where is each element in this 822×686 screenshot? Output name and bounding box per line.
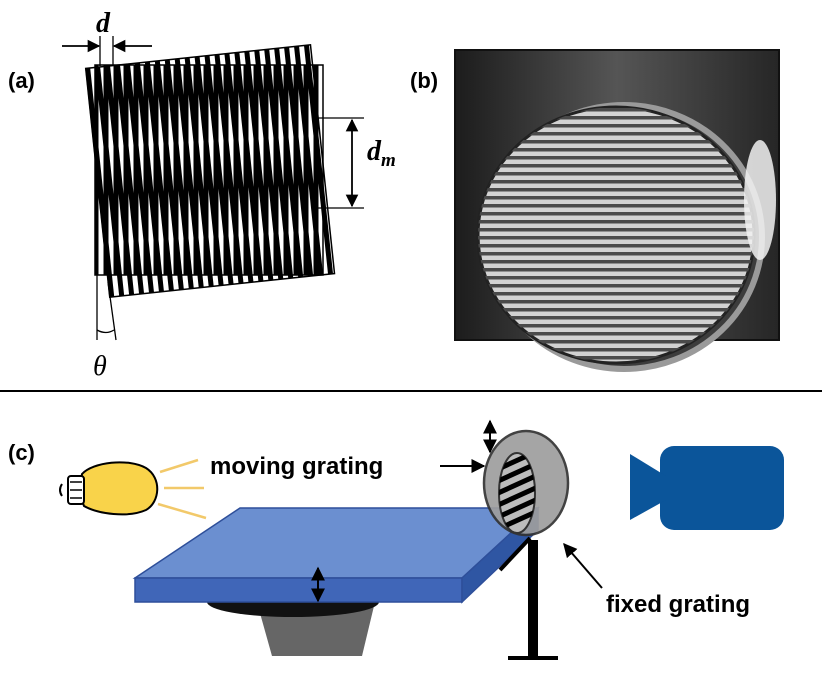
photo-fringe [478, 244, 754, 248]
rotated-grating-line [164, 59, 194, 289]
rotated-grating-line [115, 64, 145, 295]
photo-fringe [478, 108, 754, 112]
photo-glare [744, 140, 776, 260]
light-ray-upper [159, 458, 199, 474]
photo-fringe [478, 188, 754, 192]
photo-fringe [478, 172, 754, 176]
photo-fringe [478, 156, 754, 160]
rotated-grating-line [105, 65, 135, 296]
panel-a-label: (a) [8, 68, 35, 93]
rotated-grating-line [134, 62, 164, 293]
photo-fringe [478, 340, 754, 344]
photo-fringe [478, 124, 754, 128]
panel-a: (a) d dm θ [8, 8, 396, 382]
theta-arc [96, 329, 115, 334]
photo-fringe [478, 324, 754, 328]
photo-fringe [478, 148, 754, 152]
rotated-grating-line [254, 50, 284, 280]
panel-c: (c) [8, 419, 784, 660]
video-camera-icon [630, 446, 784, 530]
photo-fringe [478, 356, 754, 360]
rotated-grating [84, 43, 336, 299]
rotated-grating-line [304, 44, 334, 275]
photo-fringe [478, 220, 754, 224]
photo-fringe [478, 164, 754, 168]
rotated-grating-line [294, 46, 324, 276]
rotated-grating-line [124, 63, 155, 294]
photo-fringe [478, 284, 754, 288]
photo-fringe [478, 300, 754, 304]
fixed-grating-pointer [563, 542, 603, 589]
photo-fringe [478, 196, 754, 200]
rotated-grating-line [174, 58, 204, 288]
spacing-label-d: d [96, 8, 111, 39]
photo-fringe [478, 348, 754, 352]
angle-label-theta: θ [93, 351, 107, 382]
light-ray-lower [157, 502, 207, 520]
rotated-grating-line [85, 67, 115, 298]
rotated-grating-line [154, 60, 184, 290]
stand-post [528, 540, 538, 660]
theta-rotated-ref [107, 281, 117, 341]
fixed-grating-label: fixed grating [606, 591, 750, 618]
rotated-grating-frame [84, 43, 336, 299]
rotated-grating-line [284, 47, 314, 277]
photo-fringe [478, 260, 754, 264]
rotated-grating-line [214, 54, 244, 284]
rotated-grating-line [144, 61, 174, 291]
photo-fringe [478, 268, 754, 272]
photo-fringe [478, 116, 754, 120]
photo-fringe [478, 132, 754, 136]
panel-b-label: (b) [410, 68, 438, 93]
plate-front [134, 577, 463, 603]
rotated-grating-line [204, 55, 234, 285]
rotated-grating-line [95, 66, 125, 297]
photo-fringe [478, 212, 754, 216]
pedestal [258, 606, 374, 656]
photo-fringe [478, 236, 754, 240]
photo-fringe [478, 276, 754, 280]
photo-fringe [478, 308, 754, 312]
photo-fringe [478, 316, 754, 320]
light-bulb-icon [59, 461, 159, 516]
photo-fringes [478, 108, 754, 360]
rotated-grating-lines [85, 44, 334, 298]
photo-fringe [478, 332, 754, 336]
stand-base [508, 656, 558, 660]
panel-c-label: (c) [8, 440, 35, 465]
panel-b: (b) [410, 49, 780, 372]
rotated-grating-line [234, 52, 264, 282]
rotated-grating-line [184, 57, 214, 287]
photo-fringe [478, 204, 754, 208]
rotated-grating-line [194, 56, 224, 286]
photo-fringe [478, 228, 754, 232]
stand-arm [498, 536, 532, 572]
photo-fringe [478, 292, 754, 296]
rotated-grating-line [244, 51, 274, 281]
rotated-grating-line [264, 49, 294, 279]
photo-fringe [478, 180, 754, 184]
photo-fringe [478, 140, 754, 144]
moving-grating-label: moving grating [210, 453, 383, 480]
rotated-grating-line [224, 53, 254, 283]
moire-spacing-label: dm [367, 136, 396, 171]
rotated-grating-line [274, 48, 304, 278]
photo-fringe [478, 252, 754, 256]
